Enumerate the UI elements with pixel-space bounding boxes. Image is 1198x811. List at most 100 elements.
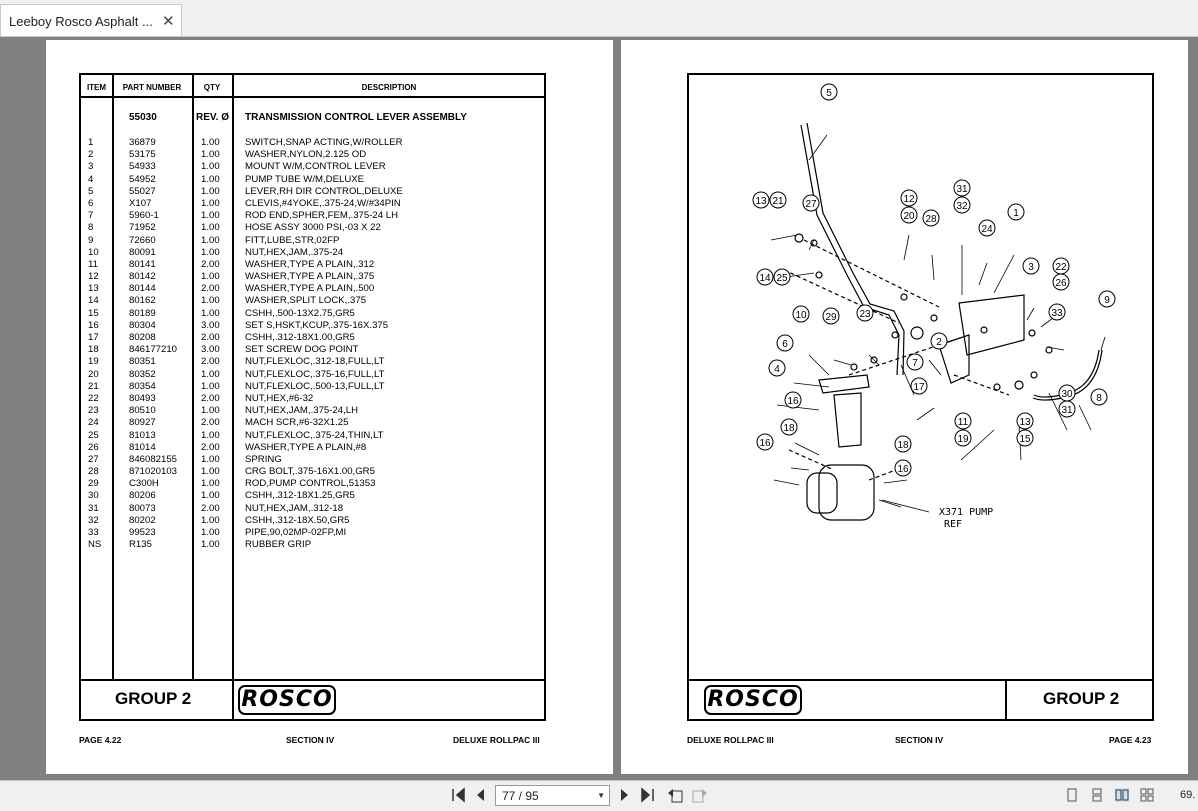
footer-section-right: SECTION IV <box>895 735 944 745</box>
zoom-level[interactable]: 69. <box>1180 789 1196 801</box>
part-number-cell: R135 <box>129 539 152 551</box>
item-cell: 7 <box>88 210 94 222</box>
callout-22: 22 <box>1052 257 1070 275</box>
item-cell: 11 <box>88 258 98 270</box>
tab-bar: Leeboy Rosco Asphalt ... ✕ <box>0 0 1198 37</box>
next-page-icon[interactable] <box>617 787 633 803</box>
callout-28: 28 <box>922 209 940 227</box>
part-number-cell: 846082155 <box>129 453 178 465</box>
last-page-icon[interactable] <box>640 787 656 803</box>
description-cell: WASHER,TYPE A PLAIN,.375 <box>245 271 375 283</box>
part-number-cell: 846177210 <box>129 344 178 356</box>
qty-cell: 1.00 <box>201 210 220 222</box>
go-back-icon[interactable] <box>667 787 683 803</box>
qty-cell: 1.00 <box>201 539 220 551</box>
description-cell: RUBBER GRIP <box>245 539 312 551</box>
svg-text:16: 16 <box>787 396 799 407</box>
svg-text:32: 32 <box>956 201 968 212</box>
qty-cell: 2.00 <box>201 283 220 295</box>
qty-cell: 1.00 <box>201 380 220 392</box>
callout-3: 3 <box>1022 257 1040 275</box>
callout-6: 6 <box>776 334 794 352</box>
chevron-down-icon: ▼ <box>597 791 605 800</box>
callout-16: 16 <box>756 433 774 451</box>
first-page-icon[interactable] <box>450 787 466 803</box>
description-cell: SET S,HSKT,KCUP,.375-16X.375 <box>245 319 389 331</box>
item-cell: 32 <box>88 514 99 526</box>
facing-pages-view-icon[interactable] <box>1115 788 1129 802</box>
callout-20: 20 <box>900 206 918 224</box>
description-cell: CLEVIS,#4YOKE,.375-24,W/#34PIN <box>245 197 401 209</box>
description-cell: NUT,FLEXLOC,.375-24,THIN,LT <box>245 429 384 441</box>
svg-text:16: 16 <box>759 438 771 449</box>
item-cell: 9 <box>88 234 94 246</box>
item-cell: 25 <box>88 429 99 441</box>
part-number-cell: 80304 <box>129 319 156 331</box>
continuous-facing-view-icon[interactable] <box>1140 788 1154 802</box>
single-page-view-icon[interactable] <box>1065 788 1079 802</box>
pump-label-ref: REF <box>944 519 962 530</box>
part-number-cell: 55027 <box>129 185 156 197</box>
qty-cell: 2.00 <box>201 392 220 404</box>
footer-page-right: PAGE 4.23 <box>1109 735 1152 745</box>
part-number-cell: 80510 <box>129 405 156 417</box>
part-number-cell: 54933 <box>129 161 156 173</box>
qty-cell: 2.00 <box>201 356 220 368</box>
item-cell: 31 <box>88 502 99 514</box>
description-cell: NUT,FLEXLOC,.375-16,FULL,LT <box>245 368 385 380</box>
item-cell: 24 <box>88 417 99 429</box>
item-cell: 20 <box>88 368 99 380</box>
previous-page-icon[interactable] <box>472 787 488 803</box>
part-number-cell: 81014 <box>129 441 156 453</box>
description-cell: WASHER,TYPE A PLAIN,.500 <box>245 283 375 295</box>
callout-18: 18 <box>894 435 912 453</box>
document-viewer[interactable]: ITEM PART NUMBER QTY DESCRIPTION 55030 R… <box>0 37 1198 780</box>
continuous-view-icon[interactable] <box>1090 788 1104 802</box>
item-cell: 23 <box>88 405 99 417</box>
description-cell: MACH SCR,#6-32X1.25 <box>245 417 349 429</box>
close-icon[interactable]: ✕ <box>162 13 175 30</box>
callout-13: 13 <box>1016 412 1034 430</box>
document-tab[interactable]: Leeboy Rosco Asphalt ... ✕ <box>0 4 182 36</box>
tab-title: Leeboy Rosco Asphalt ... <box>9 14 153 29</box>
page-number-select[interactable]: 77 / 95 ▼ <box>495 785 610 806</box>
description-cell: FITT,LUBE,STR,02FP <box>245 234 340 246</box>
header-qty: QTY <box>203 83 221 92</box>
qty-cell: 1.00 <box>201 466 220 478</box>
qty-cell: 1.00 <box>201 514 220 526</box>
part-number-cell: 72660 <box>129 234 156 246</box>
svg-text:17: 17 <box>913 382 925 393</box>
description-cell: CSHH,.312-18X1.00,GR5 <box>245 332 355 343</box>
go-forward-icon[interactable] <box>692 787 708 803</box>
description-cell: NUT,HEX,JAM,.375-24 <box>245 246 344 258</box>
footer-page-number: PAGE 4.22 <box>79 735 122 745</box>
header-description: DESCRIPTION <box>361 83 417 92</box>
description-cell: LEVER,RH DIR CONTROL,DELUXE <box>245 185 403 197</box>
callout-32: 32 <box>953 196 971 214</box>
assembly-part: 55030 <box>129 112 157 123</box>
qty-cell: 2.00 <box>201 417 220 429</box>
callout-15: 15 <box>1016 429 1034 447</box>
svg-text:7: 7 <box>912 358 918 369</box>
part-number-cell: 80162 <box>129 295 156 307</box>
callout-18: 18 <box>780 418 798 436</box>
part-number-cell: 80142 <box>129 271 156 283</box>
qty-cell: 1.00 <box>201 307 220 319</box>
item-cell: 30 <box>88 490 99 502</box>
qty-cell: 2.00 <box>201 258 220 270</box>
qty-cell: 1.00 <box>201 271 220 283</box>
item-cell: 16 <box>88 319 99 331</box>
